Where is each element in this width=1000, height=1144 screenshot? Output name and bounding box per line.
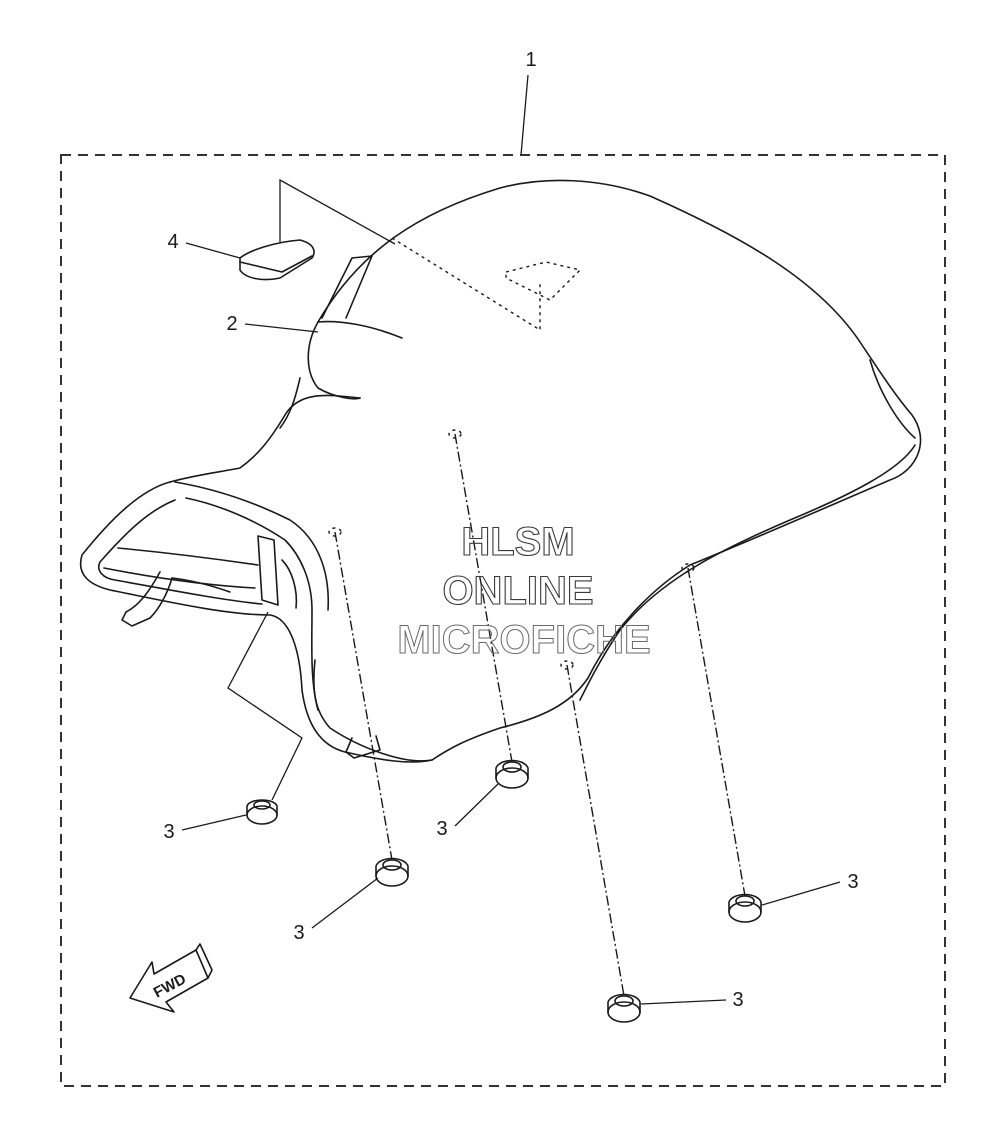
svg-text:ONLINE: ONLINE bbox=[442, 569, 593, 613]
leader-damper-a-guide bbox=[227, 611, 303, 801]
callout-part-3-e[interactable]: 3 bbox=[732, 989, 743, 1011]
seat-body[interactable] bbox=[79, 179, 922, 763]
axis-damper-d bbox=[687, 567, 746, 897]
axis-damper-e bbox=[566, 664, 625, 997]
leader-part-4-pocket bbox=[279, 178, 396, 245]
callout-part-3-c[interactable]: 3 bbox=[436, 818, 447, 840]
axis-damper-c bbox=[454, 433, 513, 763]
assembly-boundary bbox=[60, 154, 946, 1087]
damper-d[interactable] bbox=[728, 893, 762, 923]
damper-b[interactable] bbox=[375, 857, 409, 887]
leader-part-3-a bbox=[181, 814, 247, 831]
svg-text:MICROFICHE: MICROFICHE bbox=[397, 618, 650, 662]
fwd-arrow-icon: FWD bbox=[129, 943, 213, 1013]
damper-c[interactable] bbox=[495, 759, 529, 789]
callout-part-3-d[interactable]: 3 bbox=[847, 871, 858, 893]
callout-part-2[interactable]: 2 bbox=[226, 313, 237, 335]
leader-part-3-c bbox=[454, 783, 499, 827]
part-4-patch[interactable] bbox=[239, 239, 315, 281]
callout-part-3-b[interactable]: 3 bbox=[293, 922, 304, 944]
leader-part-3-b bbox=[311, 877, 379, 929]
damper-e[interactable] bbox=[607, 993, 641, 1023]
axis-damper-b bbox=[334, 531, 393, 861]
fwd-label: FWD bbox=[151, 970, 189, 1001]
leader-part-4 bbox=[185, 242, 241, 259]
leader-part-1 bbox=[520, 74, 529, 156]
leader-part-3-e bbox=[640, 999, 727, 1005]
callout-part-1[interactable]: 1 bbox=[525, 49, 536, 71]
watermark: HLSM ONLINE MICROFICHE bbox=[397, 519, 651, 662]
leader-part-3-d bbox=[761, 881, 841, 906]
callout-part-4[interactable]: 4 bbox=[167, 231, 178, 253]
mount-hole-markers bbox=[328, 429, 695, 670]
leader-part-2 bbox=[244, 323, 319, 333]
callout-part-3-a[interactable]: 3 bbox=[163, 821, 174, 843]
damper-a[interactable] bbox=[246, 799, 278, 825]
svg-text:HLSM: HLSM bbox=[461, 520, 574, 564]
